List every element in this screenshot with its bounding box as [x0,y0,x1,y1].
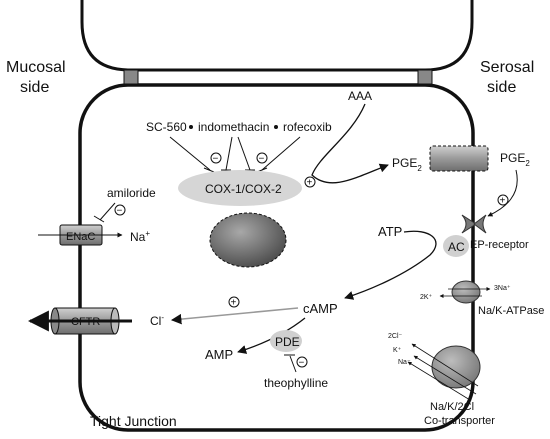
tight-junction-left [123,69,139,85]
atp-label: ATP [378,224,402,239]
cl-ion-label: Cl- [150,313,164,328]
cftr-label: CFTR [71,316,100,328]
plus-badge-ep: + [497,194,509,207]
sc560-inhibit-line [169,136,211,171]
svg-text:Cl-: Cl- [150,313,164,328]
ac-enzyme [443,235,469,257]
cotransporter-2cl-label: 2Cl⁻ [388,333,403,340]
pump-2k-label: 2K⁺ [420,294,433,301]
dot-1 [189,125,193,129]
theophylline-inhibit-line [289,355,297,373]
pge2-to-receptor-arrow [487,169,518,217]
ep-receptor-label: EP-receptor [470,239,529,251]
indometh-inhibit-line-a [225,136,233,171]
nak2cl-cotransporter [407,343,481,401]
nak-atpase-pump [439,280,491,304]
na-ion-label: Na+ [130,229,150,244]
mucosal-side-label-2: side [20,79,49,96]
nak-atpase-label: Na/K-ATPase [478,305,544,317]
minus-badge-pde: − [296,356,308,369]
serosal-side-label-1: Serosal [480,59,534,76]
ac-label: AC [448,240,465,254]
cotransporter-label-2: Co-transporter [424,415,495,427]
main-cell-outline [78,83,475,432]
indometh-inhibit-line-b [237,136,251,171]
svg-text:−: − [299,358,305,369]
cotransporter-label-1: Na/K/2Cl [430,401,474,413]
theophylline-label: theophylline [264,376,328,390]
amp-label: AMP [205,347,233,362]
svg-text:−: − [213,154,219,165]
cotransporter-na-label: Na⁻ [398,359,411,366]
pde-label: PDE [275,335,300,349]
mucosal-side-label-1: Mucosal [6,59,66,76]
amiloride-t-bar [93,215,105,223]
minus-badge-cox-1: − [210,152,222,165]
tight-junction-label: Tight Junction [90,413,177,429]
amiloride-label: amiloride [107,186,156,200]
serosal-side-label-2: side [487,79,516,96]
svg-text:PGE2: PGE2 [392,156,422,173]
pge2-transporter [429,145,489,172]
plus-badge-cox: + [304,176,316,189]
svg-text:+: + [500,196,506,207]
cftr-channel [27,307,132,335]
camp-label: cAMP [303,301,338,316]
pge2-inside-label: PGE2 [392,156,422,173]
ep-receptor [461,214,487,234]
enac-label: ENaC [66,231,95,243]
rofecoxib-inhibit-line [261,136,301,171]
svg-text:+: + [307,178,313,189]
svg-text:−: − [259,154,265,165]
camp-to-cl-arrow [170,307,299,325]
amiloride-inhibit-line [99,202,116,221]
plus-badge-camp: + [228,296,240,309]
svg-text:Na+: Na+ [130,229,150,244]
dot-2 [274,125,278,129]
nucleus [209,212,287,268]
enac-channel [38,224,123,246]
indomethacin-label: indomethacin [198,120,269,134]
t-bar-1 [203,167,215,173]
cotransporter-k-label: K⁺ [393,347,402,354]
cox-label: COX-1/COX-2 [205,182,282,196]
minus-badge-cox-2: − [256,152,268,165]
rofecoxib-label: rofecoxib [283,120,332,134]
svg-text:+: + [231,298,237,309]
aaa-label: AAA [348,89,372,103]
svg-text:−: − [117,206,123,217]
tight-junction-right [417,69,433,85]
neighbour-cell-outline [80,0,474,72]
atp-to-camp-arrow [344,230,437,300]
pge2-outside-label: PGE2 [500,151,530,168]
pde-enzyme [270,330,302,352]
cox-enzyme [178,170,302,206]
pump-3na-label: 3Na⁺ [494,285,511,292]
svg-text:PGE2: PGE2 [500,151,530,168]
sc560-label: SC-560 [146,120,187,134]
aaa-to-pge2-arrow [311,103,389,184]
minus-badge-amiloride: − [114,204,126,217]
